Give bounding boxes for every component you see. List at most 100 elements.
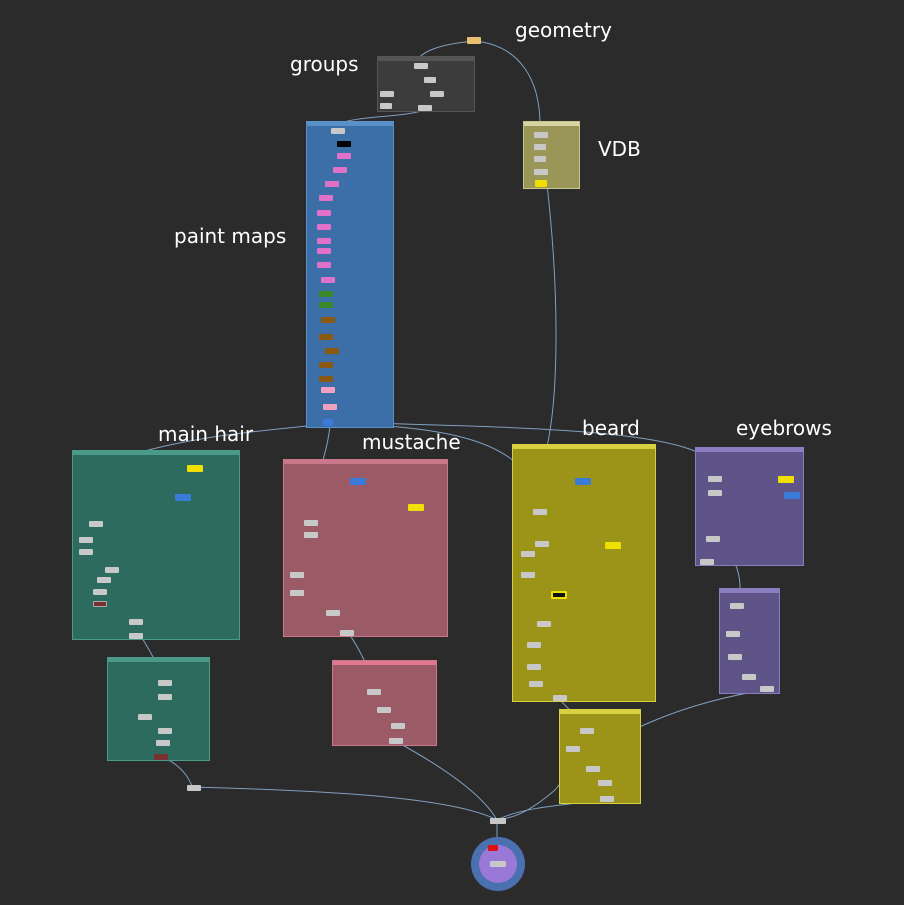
beard-groom-box[interactable] xyxy=(559,709,641,804)
groups-network-box[interactable] xyxy=(377,56,475,112)
paint-node[interactable] xyxy=(321,317,335,323)
mustache-groom-node[interactable] xyxy=(367,689,381,695)
output-node[interactable] xyxy=(490,861,506,867)
paint-node[interactable] xyxy=(325,181,339,187)
mustache-node[interactable] xyxy=(290,590,304,596)
main-hair-node[interactable] xyxy=(89,521,103,527)
mustache-node[interactable] xyxy=(326,610,340,616)
groups-node[interactable] xyxy=(430,91,444,97)
eyebrows-guide-node[interactable] xyxy=(784,492,800,499)
eyebrows-groom-node[interactable] xyxy=(730,603,744,609)
eyebrows-groom-node[interactable] xyxy=(728,654,742,660)
eyebrows-guide-box[interactable] xyxy=(695,447,804,566)
paint-maps-network-box[interactable] xyxy=(306,121,394,428)
paint-node[interactable] xyxy=(331,128,345,134)
beard-node[interactable] xyxy=(521,572,535,578)
groups-node[interactable] xyxy=(418,105,432,111)
main-hair-node[interactable] xyxy=(79,537,93,543)
main-hair-guide-node[interactable] xyxy=(187,465,203,472)
mustache-groom-header[interactable] xyxy=(333,661,436,665)
eyebrows-node[interactable] xyxy=(708,490,722,496)
beard-node[interactable] xyxy=(527,642,541,648)
mustache-node[interactable] xyxy=(340,630,354,636)
main-hair-node[interactable] xyxy=(93,589,107,595)
eyebrows-groom-node[interactable] xyxy=(760,686,774,692)
eyebrows-groom-node[interactable] xyxy=(726,631,740,637)
beard-selected-node[interactable] xyxy=(551,591,567,599)
vdb-node[interactable] xyxy=(534,156,546,162)
groom-node[interactable] xyxy=(156,740,170,746)
vdb-node[interactable] xyxy=(534,169,548,175)
groom-node[interactable] xyxy=(158,680,172,686)
mustache-guide-node[interactable] xyxy=(350,478,366,485)
main-hair-node[interactable] xyxy=(97,577,111,583)
beard-node[interactable] xyxy=(529,681,543,687)
mustache-node[interactable] xyxy=(304,520,318,526)
paint-node[interactable] xyxy=(319,362,333,368)
vdb-node[interactable] xyxy=(534,132,548,138)
main-hair-node[interactable] xyxy=(129,619,143,625)
beard-node[interactable] xyxy=(537,621,551,627)
beard-guide-node[interactable] xyxy=(575,478,591,485)
output-red-node[interactable] xyxy=(488,845,498,851)
mustache-box-header[interactable] xyxy=(284,460,447,464)
paint-node[interactable] xyxy=(317,248,331,254)
paint-output-node[interactable] xyxy=(323,419,333,426)
paint-node[interactable] xyxy=(325,348,339,354)
mustache-groom-node[interactable] xyxy=(389,738,403,744)
beard-guide-box[interactable] xyxy=(512,444,656,702)
paint-node[interactable] xyxy=(317,224,331,230)
eyebrows-groom-node[interactable] xyxy=(742,674,756,680)
main-hair-node[interactable] xyxy=(105,567,119,573)
beard-node[interactable] xyxy=(535,541,549,547)
paint-node[interactable] xyxy=(323,404,337,410)
eyebrows-guide-node[interactable] xyxy=(778,476,794,483)
main-hair-guide-box[interactable] xyxy=(72,450,240,640)
vdb-output-node[interactable] xyxy=(535,180,547,187)
vdb-node[interactable] xyxy=(534,144,546,150)
beard-node[interactable] xyxy=(521,551,535,557)
mustache-node[interactable] xyxy=(290,572,304,578)
paint-node[interactable] xyxy=(319,302,333,308)
mustache-guide-node[interactable] xyxy=(408,504,424,511)
groom-node[interactable] xyxy=(158,728,172,734)
paint-node[interactable] xyxy=(319,291,333,297)
paint-node[interactable] xyxy=(319,376,333,382)
paint-node[interactable] xyxy=(317,262,331,268)
paint-node[interactable] xyxy=(321,387,335,393)
mustache-groom-box[interactable] xyxy=(332,660,437,746)
groups-node[interactable] xyxy=(380,103,392,109)
paint-node[interactable] xyxy=(333,167,347,173)
paint-node[interactable] xyxy=(337,153,351,159)
paint-node[interactable] xyxy=(321,277,335,283)
mustache-guide-box[interactable] xyxy=(283,459,448,637)
paint-box-header[interactable] xyxy=(307,122,393,126)
beard-groom-node[interactable] xyxy=(566,746,580,752)
eyebrows-node[interactable] xyxy=(708,476,722,482)
mustache-node[interactable] xyxy=(304,532,318,538)
final-merge-node[interactable] xyxy=(490,818,506,824)
beard-guide-node[interactable] xyxy=(605,542,621,549)
main-hair-box-header[interactable] xyxy=(73,451,239,455)
groups-node[interactable] xyxy=(380,91,394,97)
main-hair-groom-box[interactable] xyxy=(107,657,210,761)
beard-groom-node[interactable] xyxy=(600,796,614,802)
main-hair-node[interactable] xyxy=(93,601,107,607)
merge-node-hair[interactable] xyxy=(187,785,201,791)
groups-node[interactable] xyxy=(424,77,436,83)
paint-node[interactable] xyxy=(319,334,333,340)
groom-node[interactable] xyxy=(158,694,172,700)
beard-node[interactable] xyxy=(527,664,541,670)
beard-node[interactable] xyxy=(533,509,547,515)
eyebrows-node[interactable] xyxy=(706,536,720,542)
beard-groom-node[interactable] xyxy=(598,780,612,786)
eyebrows-groom-box[interactable] xyxy=(719,588,780,694)
beard-groom-node[interactable] xyxy=(580,728,594,734)
geometry-file-node[interactable] xyxy=(467,37,481,44)
eyebrows-node[interactable] xyxy=(700,559,714,565)
beard-groom-header[interactable] xyxy=(560,710,640,714)
groom-node[interactable] xyxy=(138,714,152,720)
beard-groom-node[interactable] xyxy=(586,766,600,772)
groups-node[interactable] xyxy=(414,63,428,69)
groups-box-header[interactable] xyxy=(378,57,474,61)
